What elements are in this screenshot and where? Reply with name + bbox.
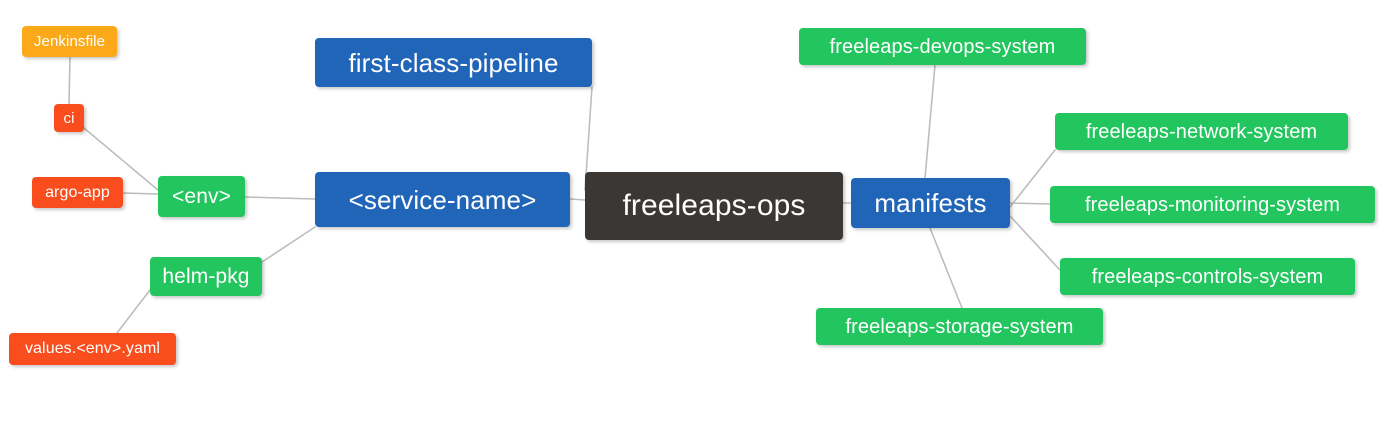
edge-ci-jenkinsfile <box>68 56 71 105</box>
mindmap-node-first-class-pipeline[interactable]: first-class-pipeline <box>315 38 592 87</box>
mindmap-node-freeleaps-storage-system[interactable]: freeleaps-storage-system <box>816 308 1103 345</box>
mindmap-node-env[interactable]: <env> <box>158 176 245 217</box>
mindmap-node-freeleaps-controls-system[interactable]: freeleaps-controls-system <box>1060 258 1355 295</box>
mindmap-node-label: <service-name> <box>348 184 537 215</box>
edge-manifests-storage <box>929 227 963 309</box>
mindmap-node-freeleaps-network-system[interactable]: freeleaps-network-system <box>1055 113 1348 150</box>
mindmap-node-jenkinsfile[interactable]: Jenkinsfile <box>22 26 117 57</box>
edge-env-argo <box>122 192 159 195</box>
mindmap-node-label: first-class-pipeline <box>348 47 559 78</box>
mindmap-node-label: <env> <box>172 185 231 208</box>
edge-service-env <box>244 196 316 200</box>
mindmap-node-freeleaps-monitoring-system[interactable]: freeleaps-monitoring-system <box>1050 186 1375 223</box>
edge-ops-service <box>569 198 586 201</box>
mindmap-node-service-name[interactable]: <service-name> <box>315 172 570 227</box>
mindmap-node-freeleaps-ops[interactable]: freeleaps-ops <box>585 172 843 240</box>
mindmap-node-manifests[interactable]: manifests <box>851 178 1010 228</box>
mindmap-node-argo-app[interactable]: argo-app <box>32 177 123 208</box>
edge-manifests-monitoring <box>1009 202 1051 205</box>
mindmap-node-label: freeleaps-ops <box>622 189 806 222</box>
edge-manifests-devops <box>924 64 936 179</box>
mindmap-node-label: freeleaps-devops-system <box>829 35 1056 58</box>
mindmap-node-label: manifests <box>874 188 987 218</box>
mindmap-node-label: freeleaps-storage-system <box>845 315 1074 338</box>
mindmap-node-label: freeleaps-monitoring-system <box>1084 193 1340 216</box>
mindmap-node-label: argo-app <box>45 183 110 201</box>
mindmap-node-label: freeleaps-controls-system <box>1091 265 1324 288</box>
mindmap-node-label: freeleaps-network-system <box>1085 120 1318 143</box>
mindmap-node-label: values.<env>.yaml <box>24 340 161 357</box>
edge-manifests-controls <box>1009 215 1061 271</box>
mindmap-node-ci[interactable]: ci <box>54 104 84 132</box>
edge-manifests-network <box>1009 149 1056 208</box>
mindmap-node-values-env-yaml[interactable]: values.<env>.yaml <box>9 333 176 365</box>
mindmap-node-label: helm-pkg <box>162 265 250 288</box>
mindmap-node-freeleaps-devops-system[interactable]: freeleaps-devops-system <box>799 28 1086 65</box>
mindmap-node-label: ci <box>63 109 75 127</box>
mindmap-node-helm-pkg[interactable]: helm-pkg <box>150 257 262 296</box>
edge-helm-values <box>116 289 151 334</box>
edge-service-helm <box>261 226 316 263</box>
mindmap-node-label: Jenkinsfile <box>33 33 106 50</box>
